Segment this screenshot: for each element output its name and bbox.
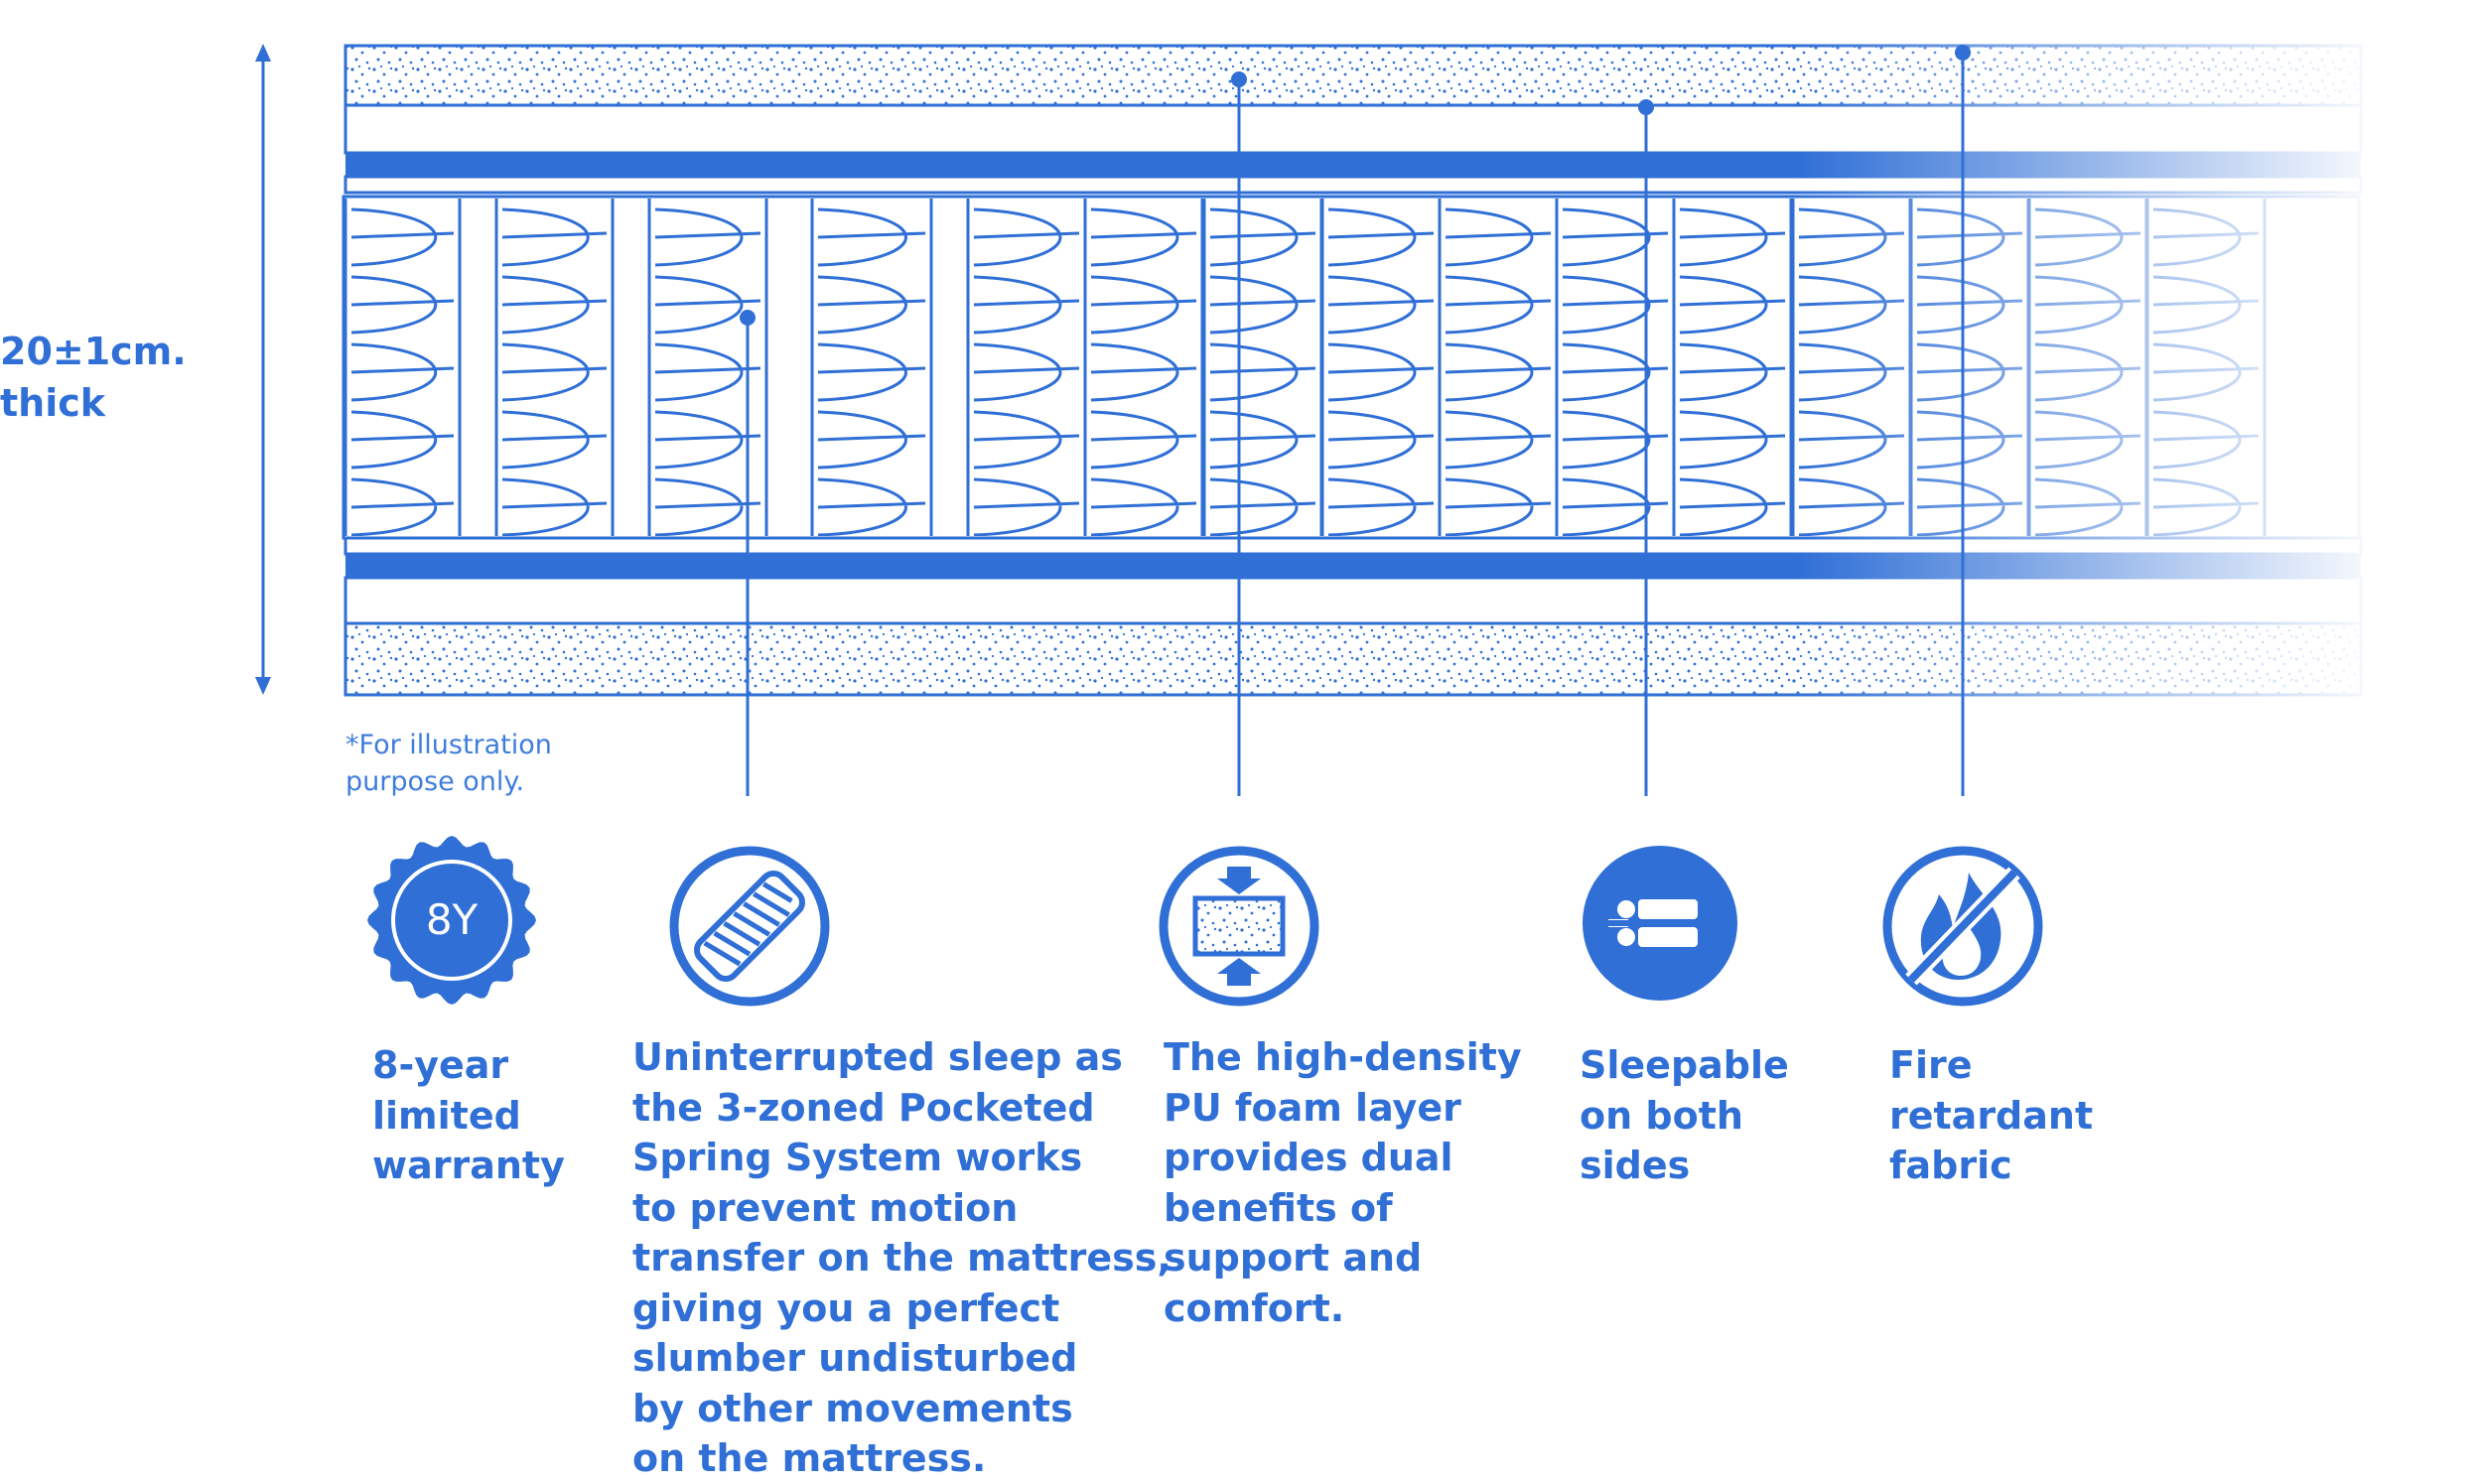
pocketed-spring-icon bbox=[669, 846, 830, 1007]
spring-coil bbox=[1798, 207, 1905, 536]
leader-dot-fabric bbox=[1955, 45, 1971, 61]
leader-dot-both-sides bbox=[1638, 99, 1654, 115]
bottom-support-band bbox=[345, 554, 2361, 578]
thickness-arrow bbox=[255, 44, 271, 695]
spring-coil bbox=[350, 207, 455, 536]
spring-coil bbox=[1562, 207, 1669, 536]
spring-gap bbox=[929, 199, 970, 536]
top-foam-layer bbox=[344, 44, 2363, 107]
foam-compression-icon bbox=[1159, 846, 1319, 1007]
bottom-foam-layer bbox=[344, 621, 2363, 697]
feature-foam-text: The high-density PU foam layer provides … bbox=[1164, 1035, 1522, 1330]
spring-coil bbox=[1679, 207, 1786, 536]
leader-dot-foam bbox=[1231, 71, 1247, 87]
spring-coil bbox=[501, 207, 608, 536]
mattress-layers bbox=[342, 44, 2363, 697]
spring-coil bbox=[973, 207, 1080, 536]
leader-lines bbox=[740, 45, 1971, 796]
feature-fabric-text: Fire retardant fabric bbox=[1889, 1043, 2094, 1187]
spring-gap bbox=[611, 199, 651, 536]
warranty-badge-label: 8Y bbox=[426, 895, 479, 944]
warranty-badge-icon: 8Y bbox=[367, 836, 536, 1005]
spring-coil bbox=[817, 207, 926, 536]
spring-coil bbox=[1916, 207, 2023, 536]
leader-dot-springs bbox=[740, 310, 756, 326]
bottom-comfort-layer bbox=[344, 576, 2363, 625]
sleep-both-sides-icon bbox=[1583, 846, 1737, 1001]
top-comfort-layer bbox=[344, 103, 2363, 155]
spring-coil bbox=[1209, 207, 1316, 536]
pocketed-springs bbox=[344, 199, 2267, 536]
feature-warranty-text: 8-year limited warranty bbox=[372, 1043, 565, 1187]
feature-springs-text: Uninterrupted sleep as the 3-zoned Pocke… bbox=[632, 1035, 1172, 1480]
thickness-label: 20±1cm. thick bbox=[0, 330, 187, 425]
spring-gap bbox=[764, 199, 814, 536]
fire-retardant-icon bbox=[1882, 846, 2043, 1007]
illustration-note: *For illustration purpose only. bbox=[345, 730, 552, 797]
spring-coil bbox=[1090, 207, 1197, 536]
spring-coil bbox=[654, 207, 761, 536]
spring-coil bbox=[1445, 207, 1552, 536]
spring-coil bbox=[2152, 207, 2260, 536]
spring-coil bbox=[2034, 207, 2141, 536]
top-support-band bbox=[345, 153, 2361, 177]
feature-both-sides-text: Sleepable on both sides bbox=[1580, 1043, 1789, 1187]
spring-coil bbox=[1327, 207, 1435, 536]
spring-gap bbox=[458, 199, 498, 536]
